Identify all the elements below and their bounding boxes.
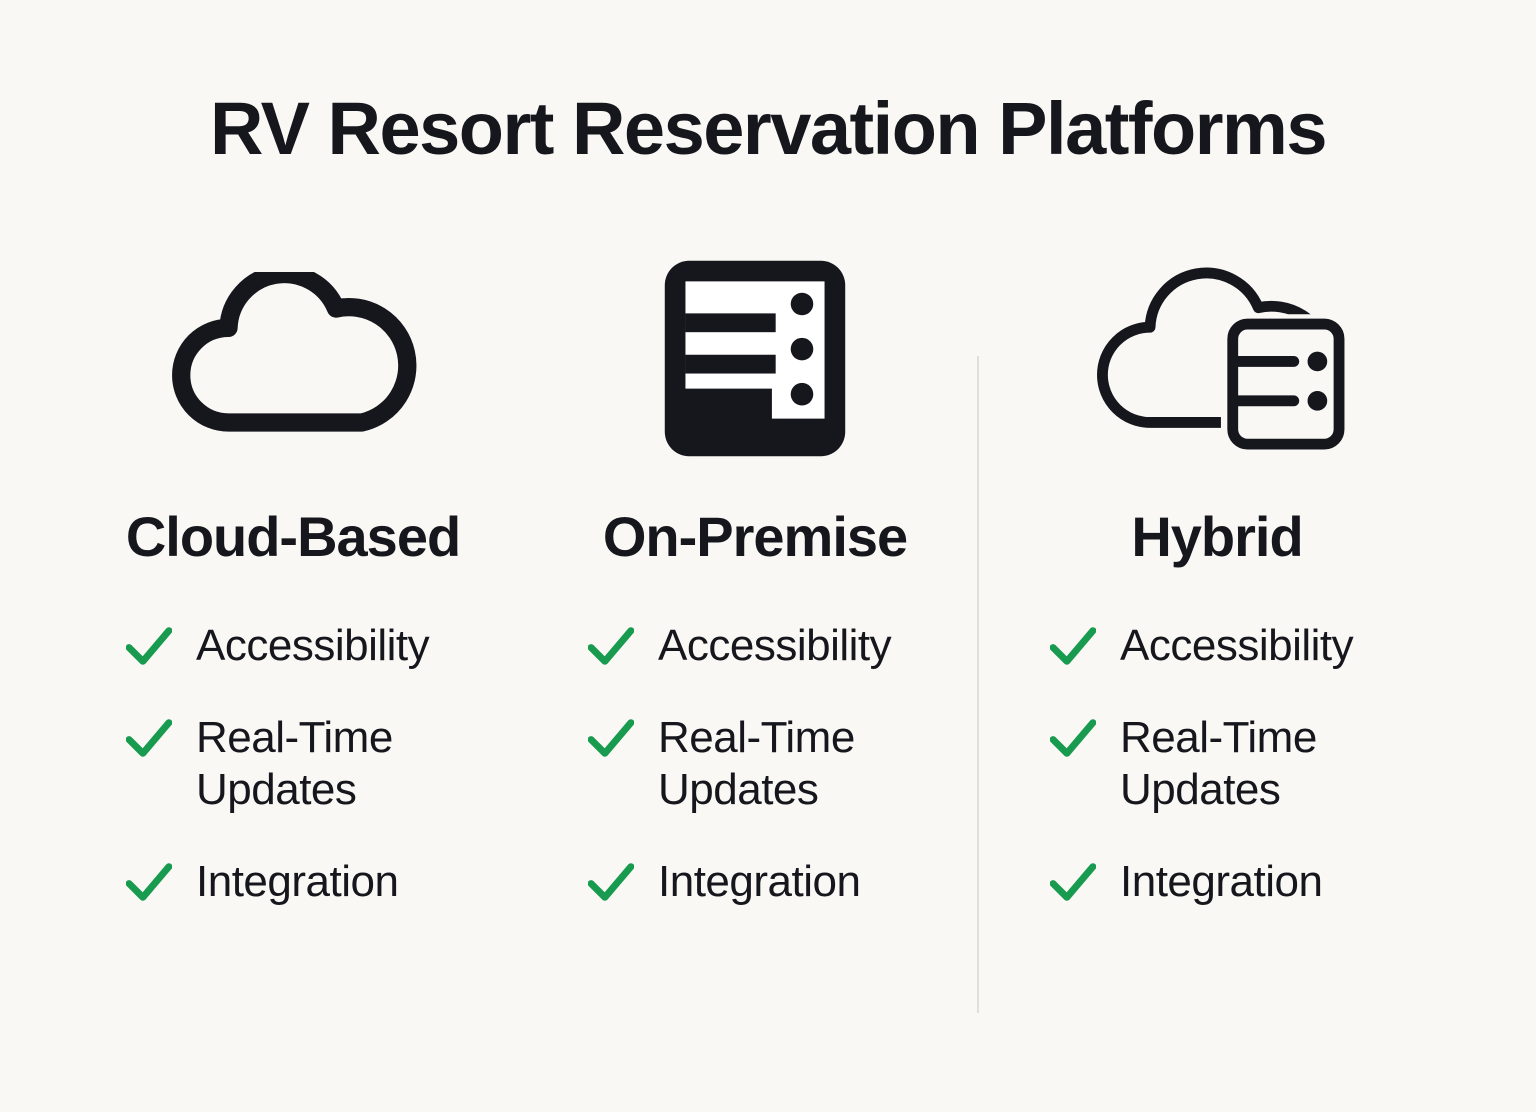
checkmark-icon [1050,718,1096,757]
feature-label: Real-Time Updates [658,712,855,814]
checkmark-icon [588,862,634,901]
cloud-server-icon [986,255,1448,461]
feature-label: Real-Time Updates [1120,712,1317,814]
checkmark-icon [1050,626,1096,665]
checkmark-icon [1050,862,1096,901]
platform-columns: Cloud-Based Accessibility Real-Time Upda… [62,169,1448,907]
feature-item: Integration [126,856,524,908]
checkmark-icon [126,718,172,757]
checkmark-icon [588,626,634,665]
column-heading: On-Premise [602,505,908,569]
checkmark-icon [126,626,172,665]
feature-item: Accessibility [126,620,524,672]
feature-label: Integration [196,856,399,906]
feature-list: Accessibility Real-Time Updates Integrat… [524,620,986,908]
feature-item: Real-Time Updates [126,712,524,816]
feature-label: Accessibility [1120,620,1354,670]
feature-item: Integration [1050,856,1448,908]
column-heading: Hybrid [1131,505,1303,569]
column-heading: Cloud-Based [125,505,461,569]
server-icon [524,255,986,461]
feature-item: Integration [588,856,986,908]
feature-label: Integration [1120,856,1323,906]
feature-list: Accessibility Real-Time Updates Integrat… [986,620,1448,908]
platform-column-hybrid: Hybrid Accessibility Real-Time Updates [986,169,1448,907]
checkmark-icon [126,862,172,901]
feature-label: Accessibility [196,620,430,670]
feature-item: Real-Time Updates [1050,712,1448,816]
feature-item: Accessibility [588,620,986,672]
column-divider [977,356,979,1013]
checkmark-icon [588,718,634,757]
feature-label: Real-Time Updates [196,712,393,814]
feature-label: Integration [658,856,861,906]
feature-item: Accessibility [1050,620,1448,672]
cloud-icon [62,255,524,461]
page-title: RV Resort Reservation Platforms [210,87,1327,170]
infographic-canvas: RV Resort Reservation Platforms Cloud-Ba… [0,88,1536,1112]
platform-column-on-premise: On-Premise Accessibility Real-Time Updat… [524,169,986,907]
feature-item: Real-Time Updates [588,712,986,816]
feature-label: Accessibility [658,620,892,670]
platform-column-cloud-based: Cloud-Based Accessibility Real-Time Upda… [62,169,524,907]
feature-list: Accessibility Real-Time Updates Integrat… [62,620,524,908]
